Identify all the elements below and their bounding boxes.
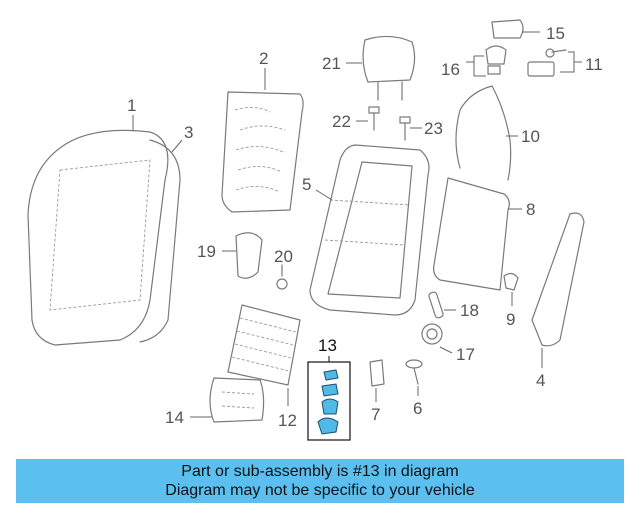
callout-15: 15 xyxy=(546,24,565,43)
callout-12: 12 xyxy=(278,411,297,430)
callout-7: 7 xyxy=(371,405,380,424)
headrest-guide-22-part xyxy=(368,106,380,131)
callout-19: 19 xyxy=(197,242,216,261)
part-13-clips xyxy=(317,369,339,435)
callout-13: 13 xyxy=(318,336,337,355)
callout-17: 17 xyxy=(456,345,475,364)
callout-22: 22 xyxy=(332,112,351,131)
clip-11-part xyxy=(527,48,567,77)
trim-15-part xyxy=(491,19,524,39)
leader-line xyxy=(315,189,333,201)
lever-18-part xyxy=(428,291,444,319)
seat-back-pad-part xyxy=(221,91,304,213)
clip-13a-part xyxy=(323,369,339,381)
clip-13d-part xyxy=(317,417,339,435)
headrest-part xyxy=(362,35,416,101)
clip-13b-part xyxy=(321,383,339,397)
side-trim-4-part xyxy=(531,212,585,347)
callout-11: 11 xyxy=(585,55,603,74)
callout-23: 23 xyxy=(424,119,443,138)
seat-back-cover-part xyxy=(27,129,181,346)
mechanism-plate-14-part xyxy=(209,377,265,423)
callout-2: 2 xyxy=(259,49,268,68)
bolt-20-part xyxy=(276,264,288,290)
callout-8: 8 xyxy=(526,200,535,219)
banner-line-2: Diagram may not be specific to your vehi… xyxy=(165,482,475,499)
callout-21: 21 xyxy=(322,54,341,73)
part-info-banner: Part or sub-assembly is #13 in diagram D… xyxy=(16,459,624,503)
recliner-cover-19-part xyxy=(235,232,263,279)
part-13-box xyxy=(307,361,351,441)
callout-5: 5 xyxy=(302,175,311,194)
callout-4: 4 xyxy=(536,371,545,390)
callout-20: 20 xyxy=(274,247,293,266)
callout-9: 9 xyxy=(506,310,515,329)
leader-line xyxy=(439,346,453,354)
bolt-6-part xyxy=(405,359,423,385)
headrest-guide-23-part xyxy=(399,116,411,141)
knob-17-part xyxy=(421,323,443,345)
callout-6: 6 xyxy=(413,399,422,418)
handle-16-part xyxy=(485,45,507,75)
callout-18: 18 xyxy=(460,301,479,320)
back-panel-8-part xyxy=(433,177,510,291)
callout-14: 14 xyxy=(165,408,184,427)
seat-back-exploded-diagram: 1 3 2 21 22 23 5 15 xyxy=(27,19,603,441)
banner-line-1: Part or sub-assembly is #13 in diagram xyxy=(181,463,459,480)
seat-back-frame-part xyxy=(309,144,430,316)
leader-line xyxy=(466,55,486,77)
callout-1: 1 xyxy=(127,96,136,115)
callout-16: 16 xyxy=(441,60,460,79)
lumbar-support-12-part xyxy=(227,304,301,386)
leader-line xyxy=(171,139,183,153)
callout-3: 3 xyxy=(184,123,193,142)
callout-10: 10 xyxy=(521,127,540,146)
bracket-7-part xyxy=(369,359,385,387)
clip-9-part xyxy=(503,272,519,291)
leader-line xyxy=(560,51,582,73)
clip-13c-part xyxy=(321,398,339,415)
release-cable-10-part xyxy=(455,85,512,181)
